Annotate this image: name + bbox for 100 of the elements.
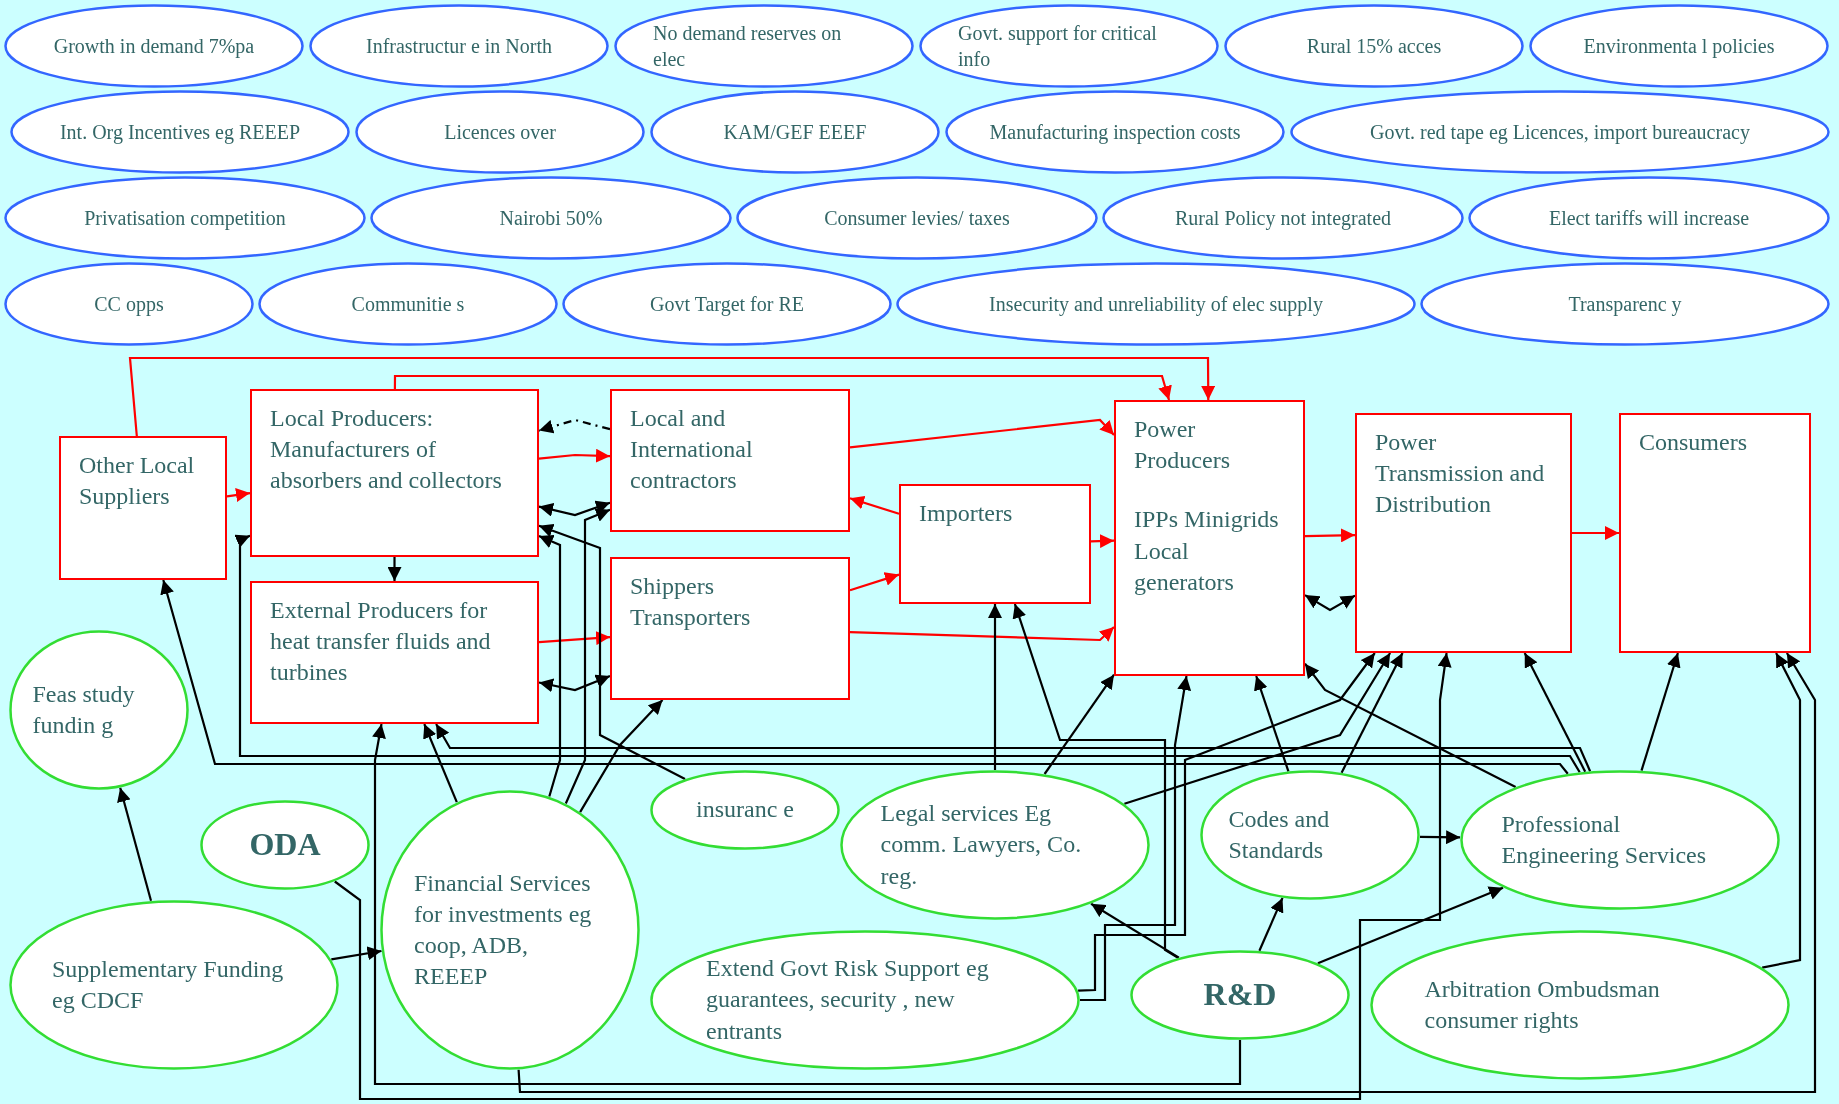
node-text: Importers (919, 499, 1013, 528)
arrow (538, 631, 611, 646)
node-text: Professional Engineering Services (1501, 809, 1708, 870)
actor-box (250, 581, 539, 724)
issue-ellipse (10, 90, 350, 174)
arrow (517, 652, 1817, 1094)
arrow (1078, 652, 1376, 992)
node-text: Communitie s (351, 292, 465, 317)
support-ellipse (380, 790, 640, 1070)
arrow (1012, 603, 1179, 959)
node-text: Govt Target for RE (650, 292, 804, 317)
node-text: External Producers for heat transfer fluids and turbines (270, 596, 492, 688)
arrow (1761, 652, 1802, 969)
arrow (423, 723, 458, 803)
node-text: Nairobi 50% (499, 206, 603, 231)
node-text: Privatisation competition (84, 206, 286, 231)
issue-ellipse (614, 4, 914, 88)
node-text: Govt. support for critical info (958, 21, 1158, 72)
node-text: Licences over (444, 120, 556, 145)
arrow (372, 723, 1242, 1086)
node-text: IPPs Minigrids Local generators (1134, 505, 1280, 597)
arrow (1317, 886, 1504, 965)
actor-box (250, 389, 539, 557)
support-ellipse (650, 930, 1080, 1070)
actor-box (1619, 413, 1811, 653)
node-text: KAM/GEF EEEF (723, 120, 867, 145)
node-text: Environmenta l policies (1583, 34, 1775, 59)
node-text: Consumers (1639, 428, 1747, 457)
issue-ellipse (258, 262, 558, 346)
node-text: ODA (249, 825, 321, 865)
arrow (128, 356, 1216, 437)
arrow (849, 572, 900, 592)
node-text: Extend Govt Risk Support eg guarantees, security , new entrants (706, 954, 990, 1046)
node-text: No demand reserves on elec (653, 21, 843, 72)
node-text: Local Producers: Manufacturers of absorbers and collectors (270, 404, 503, 496)
issue-ellipse (736, 176, 1098, 260)
arrow (1258, 897, 1284, 952)
arrow (334, 652, 1452, 1101)
node-text: Feas study fundin g (32, 679, 136, 740)
issue-ellipse (1468, 176, 1830, 260)
arrow (226, 488, 251, 502)
support-ellipse (1370, 930, 1790, 1080)
arrow (1420, 830, 1461, 845)
arrow (387, 557, 402, 581)
issue-ellipse (309, 4, 609, 88)
node-text: Rural Policy not integrated (1174, 206, 1392, 231)
issue-ellipse (562, 262, 892, 346)
node-text: Arbitration Ombudsman consumer rights (1424, 974, 1661, 1035)
node-text: Growth in demand 7%pa (53, 34, 255, 59)
issue-ellipse (1102, 176, 1464, 260)
arrow (538, 523, 686, 780)
node-text: Shippers Transporters (630, 572, 752, 633)
node-text: Elect tariffs will increase (1548, 206, 1750, 231)
actor-box (1114, 400, 1305, 676)
arrow (393, 374, 1172, 401)
issue-ellipse (370, 176, 732, 260)
arrow (1254, 675, 1290, 772)
support-ellipse (1200, 770, 1420, 900)
arrow (849, 495, 900, 515)
support-ellipse (200, 800, 370, 890)
arrow (988, 604, 1002, 770)
node-text: Govt. red tape eg Licences, import bureaucracy (1370, 120, 1750, 145)
arrow (1304, 528, 1356, 543)
arrow (564, 508, 611, 804)
arrow (1304, 594, 1356, 612)
node-text: Insecurity and unreliability of elec supply (989, 292, 1323, 317)
actor-box (899, 484, 1091, 604)
issue-ellipse (355, 90, 645, 174)
arrow (538, 674, 611, 693)
node-text: R&D (1203, 975, 1277, 1015)
issue-ellipse (919, 4, 1219, 88)
actor-box (59, 436, 227, 580)
node-text: Transparenc y (1568, 292, 1682, 317)
issue-ellipse (4, 262, 254, 346)
support-ellipse (1130, 950, 1350, 1040)
arrow (234, 534, 1581, 773)
node-text: Local and International contractors (630, 404, 754, 496)
arrow (538, 500, 611, 517)
arrow (849, 626, 1115, 642)
issue-ellipse (650, 90, 940, 174)
arrow (331, 946, 382, 961)
node-text: Other Local Suppliers (79, 451, 196, 512)
support-ellipse (9, 900, 339, 1070)
issue-ellipse (1290, 90, 1830, 174)
arrow (160, 579, 1569, 775)
arrow (1124, 652, 1392, 805)
node-text: Supplementary Funding eg CDCF (52, 954, 285, 1015)
arrow (1340, 652, 1404, 774)
node-text: Financial Services for investments eg coop, ADB, REEEP (414, 868, 593, 992)
arrow (1523, 652, 1587, 773)
actor-box (1355, 413, 1572, 653)
issue-ellipse (945, 90, 1285, 174)
arrow (1304, 663, 1517, 788)
arrow (1640, 652, 1681, 771)
node-text: Manufacturing inspection costs (989, 120, 1241, 145)
issue-ellipse (1224, 4, 1524, 88)
arrow (538, 534, 562, 797)
arrow (117, 787, 153, 902)
issue-ellipse (1420, 262, 1830, 346)
arrow (538, 418, 611, 434)
